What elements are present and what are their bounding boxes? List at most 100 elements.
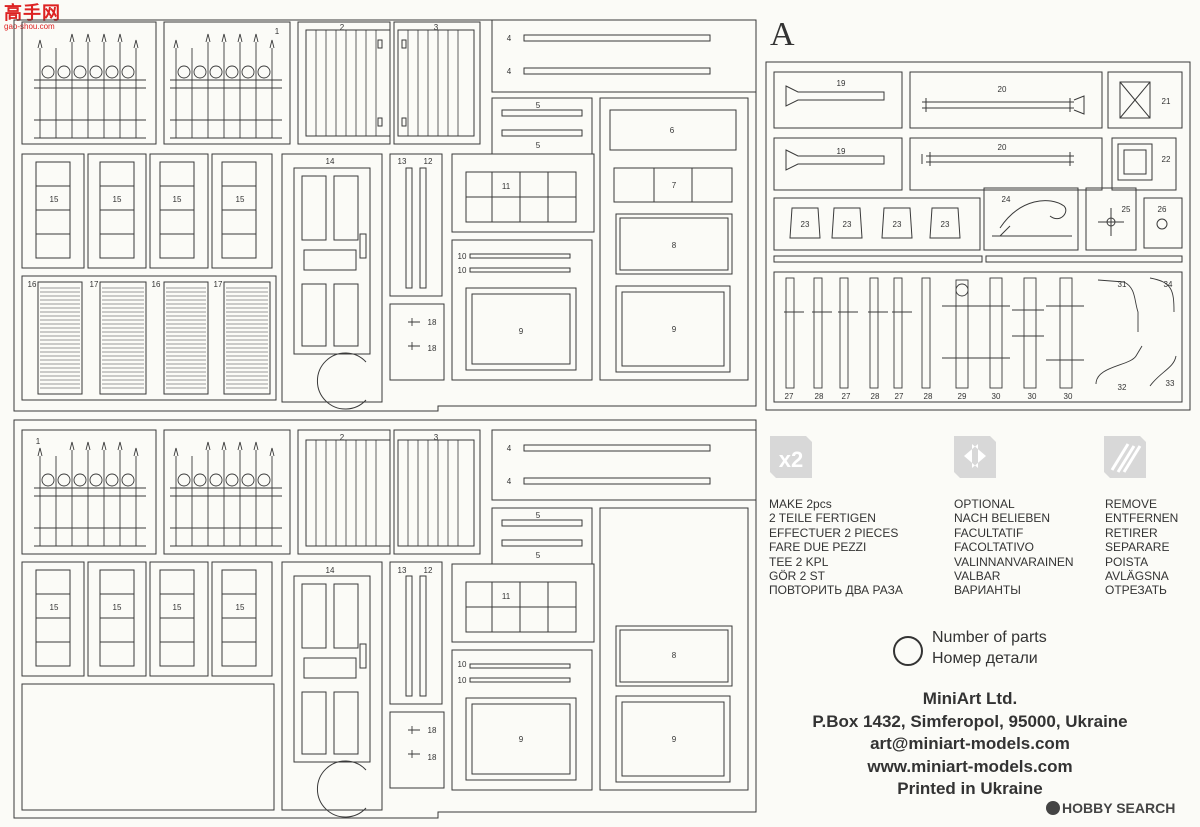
- part-label: 23: [843, 220, 852, 229]
- part-label: 17: [214, 280, 223, 289]
- part-label: 9: [519, 327, 524, 336]
- hobby-search-icon: [1046, 801, 1060, 815]
- company-block: MiniArt Ltd. P.Box 1432, Simferopol, 950…: [760, 688, 1180, 801]
- part-label: 19: [837, 79, 846, 88]
- part-label: 4: [507, 477, 512, 486]
- part-label: 15: [113, 195, 122, 204]
- part-label: 34: [1164, 280, 1173, 289]
- hobby-search-text: HOBBY SEARCH: [1062, 800, 1176, 816]
- gate-panel-right-icon: [163, 21, 291, 145]
- part-label: 25: [1122, 205, 1131, 214]
- part-label: 11: [502, 182, 511, 191]
- window-15-lower-icons: [21, 561, 273, 677]
- part-label: 16: [152, 280, 161, 289]
- right-sprue: [765, 61, 1191, 411]
- part-label: 6: [670, 126, 675, 135]
- part-label: 27: [895, 392, 904, 401]
- part-label: 23: [941, 220, 950, 229]
- part-label: 3: [434, 433, 439, 442]
- part-label: 17: [90, 280, 99, 289]
- part-label: 28: [815, 392, 824, 401]
- company-printed: Printed in Ukraine: [897, 779, 1043, 798]
- part-label: 31: [1118, 280, 1127, 289]
- part-label: 30: [992, 392, 1001, 401]
- part-label: 1: [36, 437, 41, 446]
- part-label: 18: [428, 726, 437, 735]
- company-name: MiniArt Ltd.: [922, 689, 1018, 708]
- number-of-parts-circle-icon: [893, 636, 923, 666]
- part-label: 11: [502, 592, 511, 601]
- part-label: 20: [998, 143, 1007, 152]
- part-label: 15: [50, 195, 59, 204]
- part-label: 32: [1118, 383, 1127, 392]
- part-label: 10: [458, 660, 467, 669]
- part-label: 5: [536, 551, 541, 560]
- shutter-icons: [21, 275, 277, 401]
- gate-panel-lower-right-icon: [163, 429, 291, 555]
- part-label: 12: [424, 566, 433, 575]
- plank-door-3-icon: [393, 21, 481, 145]
- part-label: 7: [672, 181, 677, 190]
- watermark-url: gao-shou.com: [4, 22, 55, 31]
- gate-panel-lower-left-icon: [21, 429, 157, 555]
- door-14-lower-icon: [281, 561, 383, 818]
- window-15-icons: [21, 153, 273, 269]
- part-label: 4: [507, 34, 512, 43]
- part-label: 22: [1162, 155, 1171, 164]
- part-label: 8: [672, 241, 677, 250]
- remove-icon: [1104, 436, 1146, 478]
- part-label: 26: [1158, 205, 1167, 214]
- legend-optional-text: OPTIONAL NACH BELIEBEN FACULTATIF FACOLT…: [954, 497, 1074, 598]
- part-label: 20: [998, 85, 1007, 94]
- company-email: art@miniart-models.com: [870, 734, 1070, 753]
- part-label: 5: [536, 101, 541, 110]
- part-label: 27: [785, 392, 794, 401]
- part-label: 1: [275, 27, 280, 36]
- part-label: 16: [28, 280, 37, 289]
- part-label: 21: [1162, 97, 1171, 106]
- part-label: 2: [340, 23, 345, 32]
- hobby-search-watermark: HOBBY SEARCH: [1046, 800, 1175, 816]
- part-label: 18: [428, 753, 437, 762]
- part-label: 23: [801, 220, 810, 229]
- part-label: 19: [837, 147, 846, 156]
- part-label: 10: [458, 676, 467, 685]
- part-label: 29: [958, 392, 967, 401]
- part-label: 15: [236, 603, 245, 612]
- part-label: 18: [428, 318, 437, 327]
- part-label: 2: [340, 433, 345, 442]
- watermark-logo: 高手网 gao-shou.com: [4, 4, 74, 36]
- part-label: 28: [871, 392, 880, 401]
- lower-sprue-frame: [13, 419, 757, 819]
- part-label: 9: [672, 735, 677, 744]
- part-label: 4: [507, 67, 512, 76]
- optional-icon: [954, 436, 996, 478]
- upper-sprue: [13, 19, 757, 412]
- sprue-letter: A: [770, 16, 795, 53]
- door-14-icon: [281, 153, 383, 410]
- part-label: 3: [434, 23, 439, 32]
- part-label: 5: [536, 141, 541, 150]
- part-label: 30: [1028, 392, 1037, 401]
- lower-sprue: [13, 419, 757, 819]
- part-label: 10: [458, 252, 467, 261]
- part-label: 28: [924, 392, 933, 401]
- part-label: 8: [672, 651, 677, 660]
- legend-make-2pcs-text: MAKE 2pcs 2 TEILE FERTIGEN EFFECTUER 2 P…: [769, 497, 903, 598]
- part-label: 15: [236, 195, 245, 204]
- part-label: 5: [536, 511, 541, 520]
- gate-panel-left-icon: [21, 21, 157, 145]
- watermark-brand: 高手网: [4, 3, 61, 23]
- part-label: 13: [398, 566, 407, 575]
- part-label: 18: [428, 344, 437, 353]
- part-label: 24: [1002, 195, 1011, 204]
- plank-door-2-icon: [297, 21, 391, 145]
- part-label: 10: [458, 266, 467, 275]
- part-label: 13: [398, 157, 407, 166]
- part-label: 4: [507, 444, 512, 453]
- part-label: 15: [173, 603, 182, 612]
- plank-doors-lower-icon: [297, 429, 481, 555]
- part-label: 23: [893, 220, 902, 229]
- part-label: 12: [424, 157, 433, 166]
- upper-sprue-frame: [13, 19, 757, 412]
